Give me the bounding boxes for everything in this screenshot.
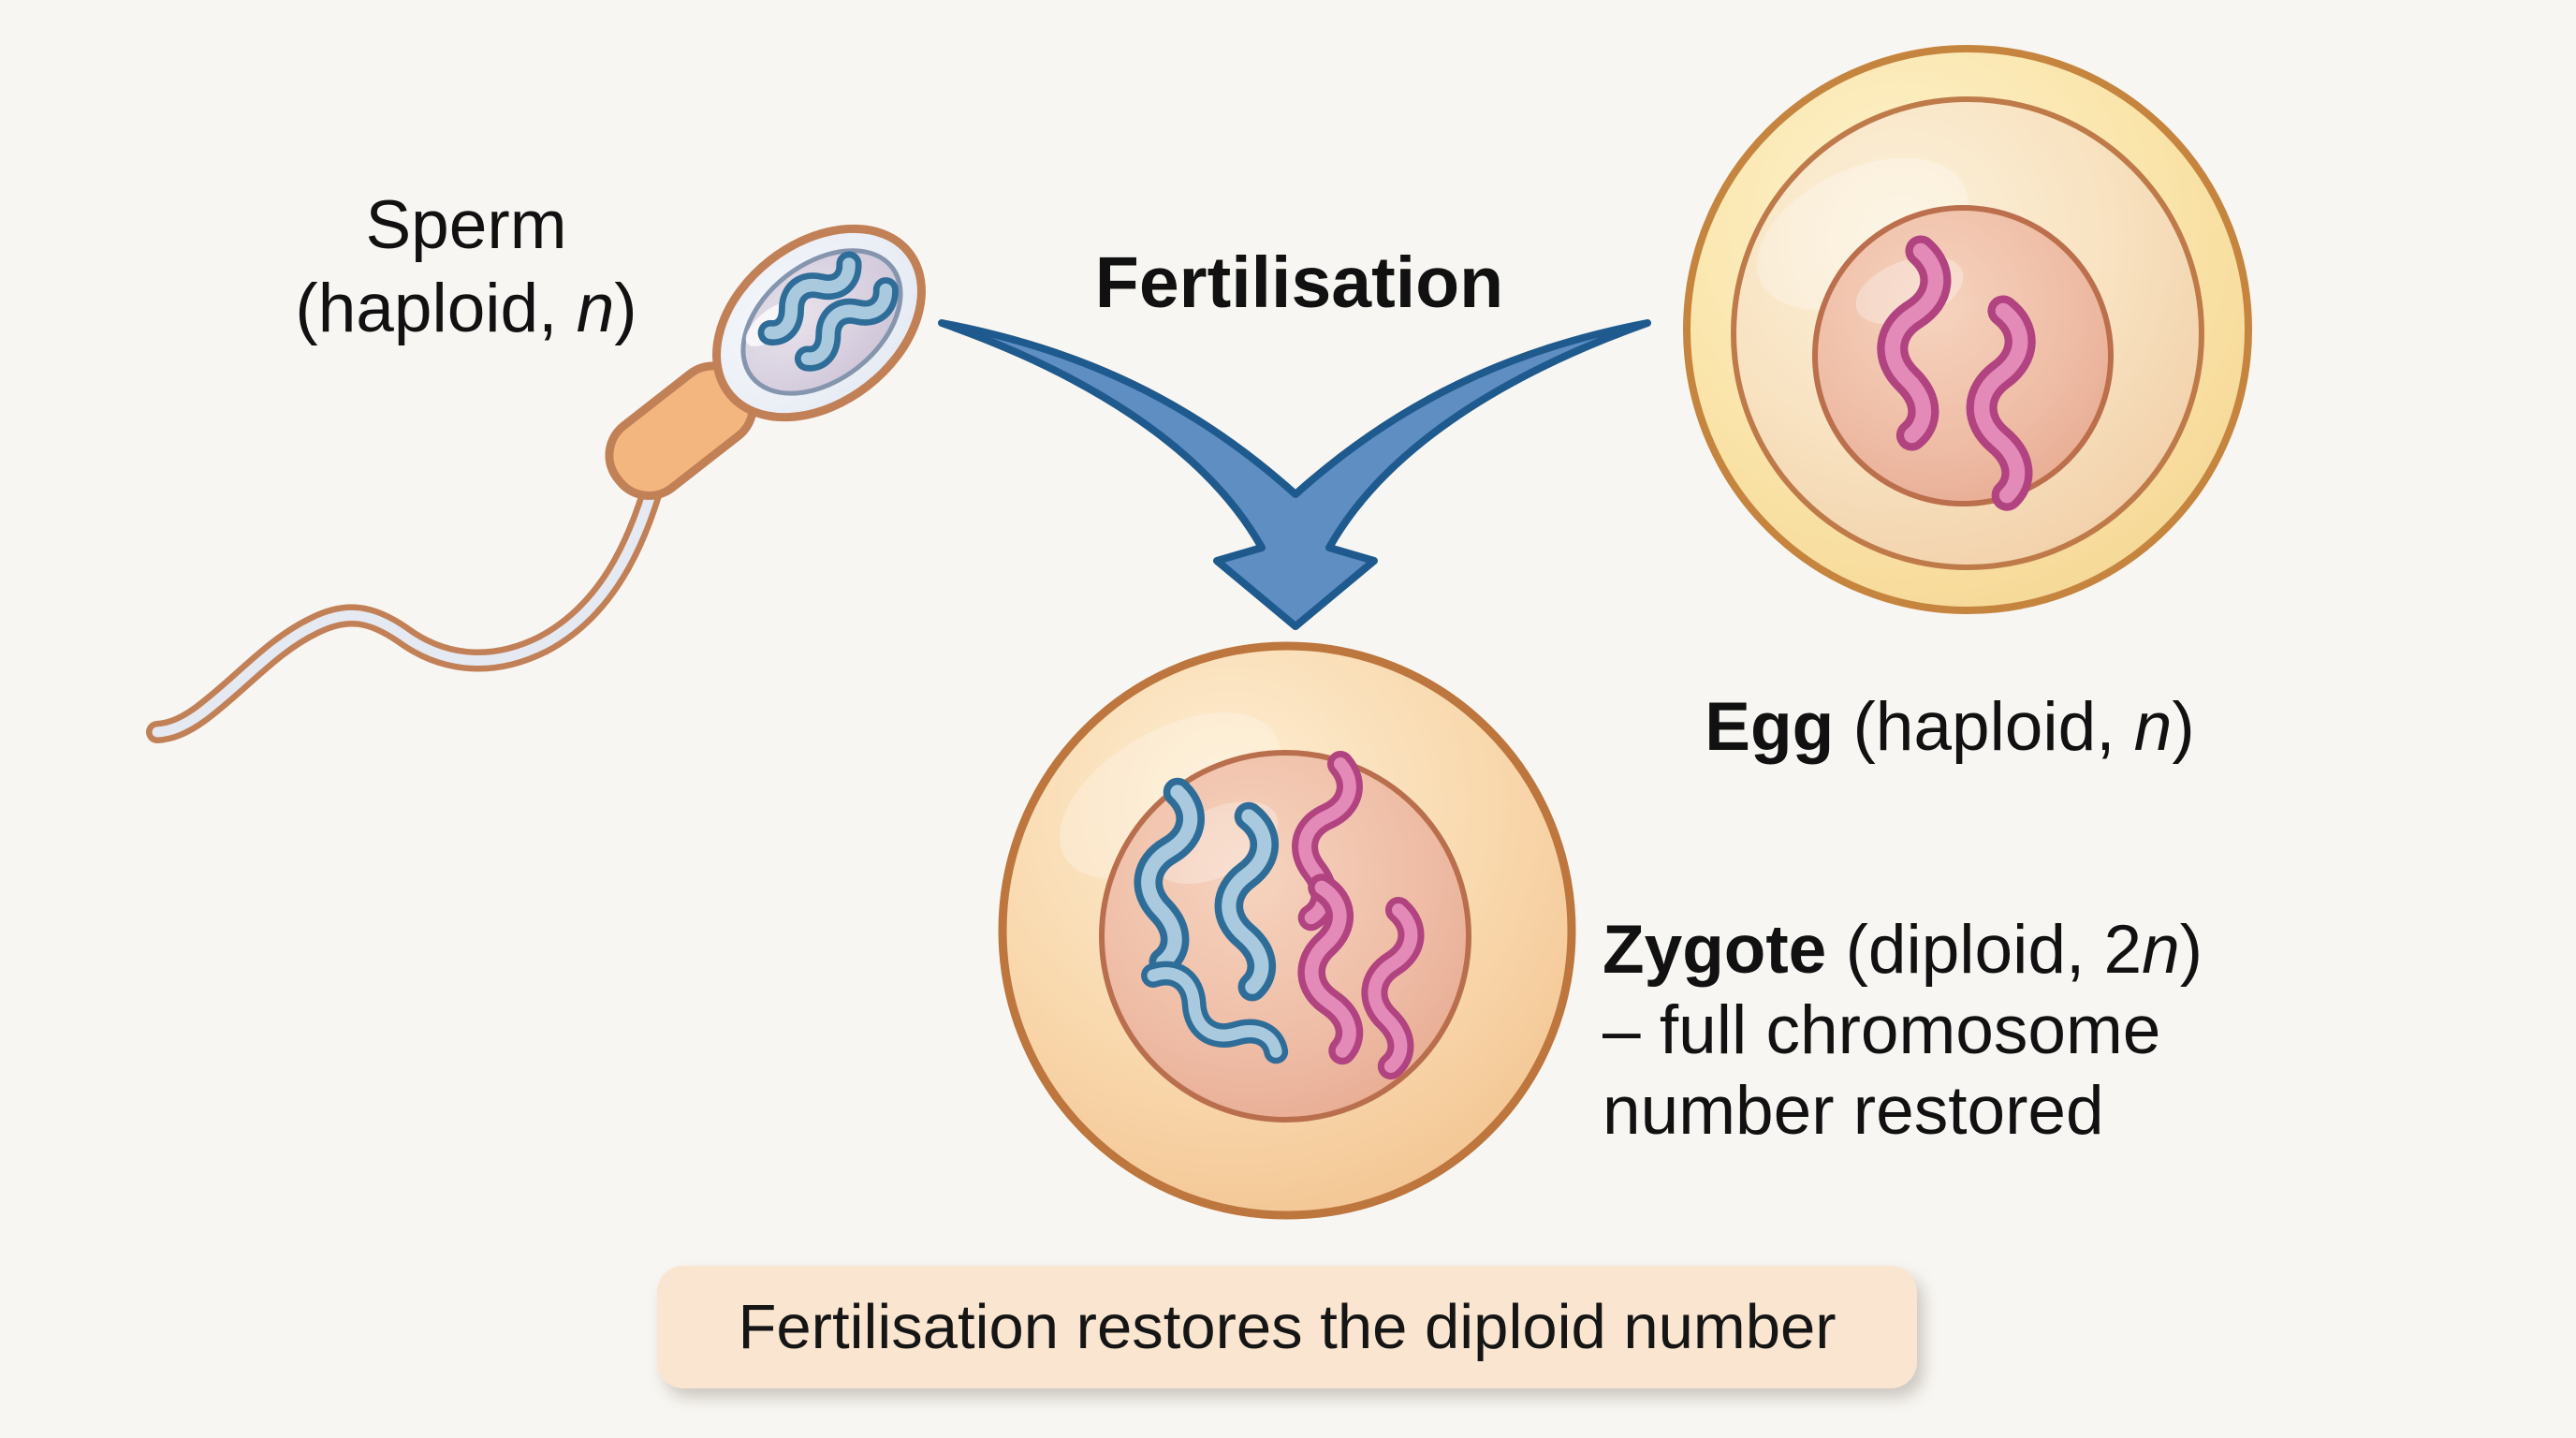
zygote-label-line3: number restored bbox=[1603, 1073, 2104, 1149]
sperm-label: Sperm (haploid, n) bbox=[295, 183, 637, 350]
zygote-cell-illustration bbox=[998, 641, 1576, 1220]
zygote-label-line2: – full chromosome bbox=[1603, 992, 2161, 1068]
zygote-label: Zygote (diploid, 2n) – full chromosome n… bbox=[1603, 910, 2203, 1152]
sperm-label-line1: Sperm bbox=[365, 187, 567, 263]
egg-cell-illustration bbox=[1683, 45, 2252, 614]
sperm-cell-illustration bbox=[146, 224, 926, 743]
sperm-tail bbox=[146, 468, 666, 743]
sperm-label-line2: (haploid, n) bbox=[295, 271, 637, 346]
merge-arrow-icon bbox=[938, 319, 1651, 630]
zygote-label-line1: Zygote (diploid, 2n) bbox=[1603, 912, 2203, 988]
caption-box: Fertilisation restores the diploid numbe… bbox=[657, 1266, 1917, 1388]
egg-nucleus bbox=[1812, 205, 2114, 506]
egg-label: Egg (haploid, n) bbox=[1705, 689, 2195, 765]
caption-text: Fertilisation restores the diploid numbe… bbox=[738, 1292, 1837, 1362]
fertilisation-label: Fertilisation bbox=[1094, 242, 1504, 323]
